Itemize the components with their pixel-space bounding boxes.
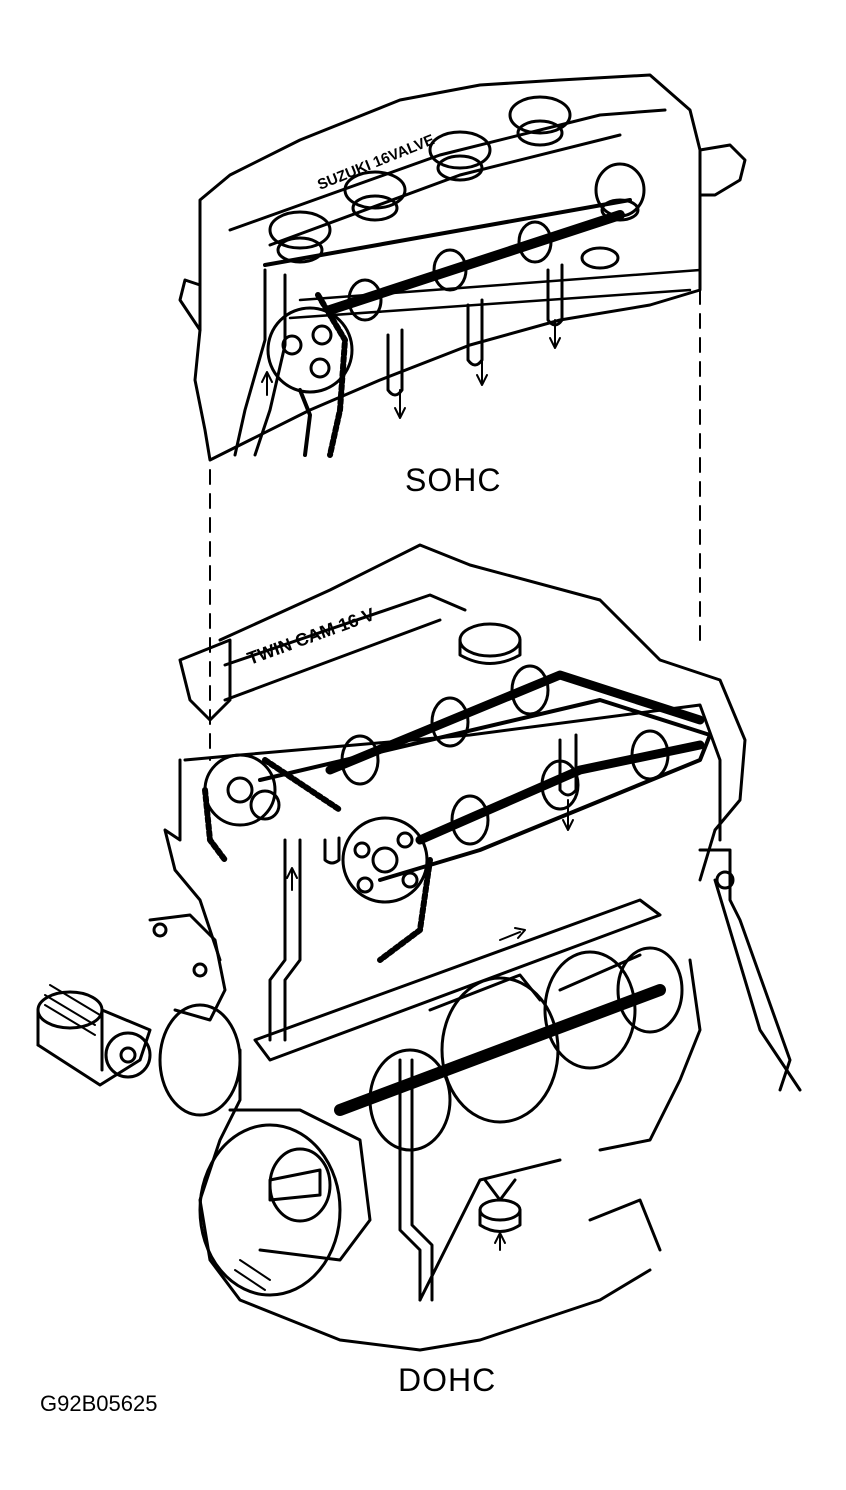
dohc-label: DOHC [398,1362,497,1398]
oil-filler-cap [458,622,522,658]
alignment-guide-lines [209,289,701,761]
sohc-cylinder-head [193,73,702,462]
dohc-cover-lettering: TWIN CAM 16 V [245,604,378,669]
figure-id: G92B05625 [40,1391,158,1416]
sohc-label: SOHC [405,462,502,498]
oil-filter [36,984,152,1087]
crank-pulley-oil-pump [198,1108,372,1297]
dohc-crankshaft [334,946,684,1152]
dohc-cam-cover [218,543,747,882]
dohc-engine: TWIN CAM 16 V [36,543,802,1352]
sohc-camshaft [325,210,625,322]
oil-strainer [478,1178,522,1233]
dohc-oil-passages [253,733,662,1302]
dohc-timing-drive [202,753,433,963]
sohc-timing-drive [266,292,354,458]
dohc-camshafts [325,664,705,846]
sohc-oil-drain-passages [261,263,564,419]
sohc-engine: SUZUKI 16VALVE [178,73,747,462]
